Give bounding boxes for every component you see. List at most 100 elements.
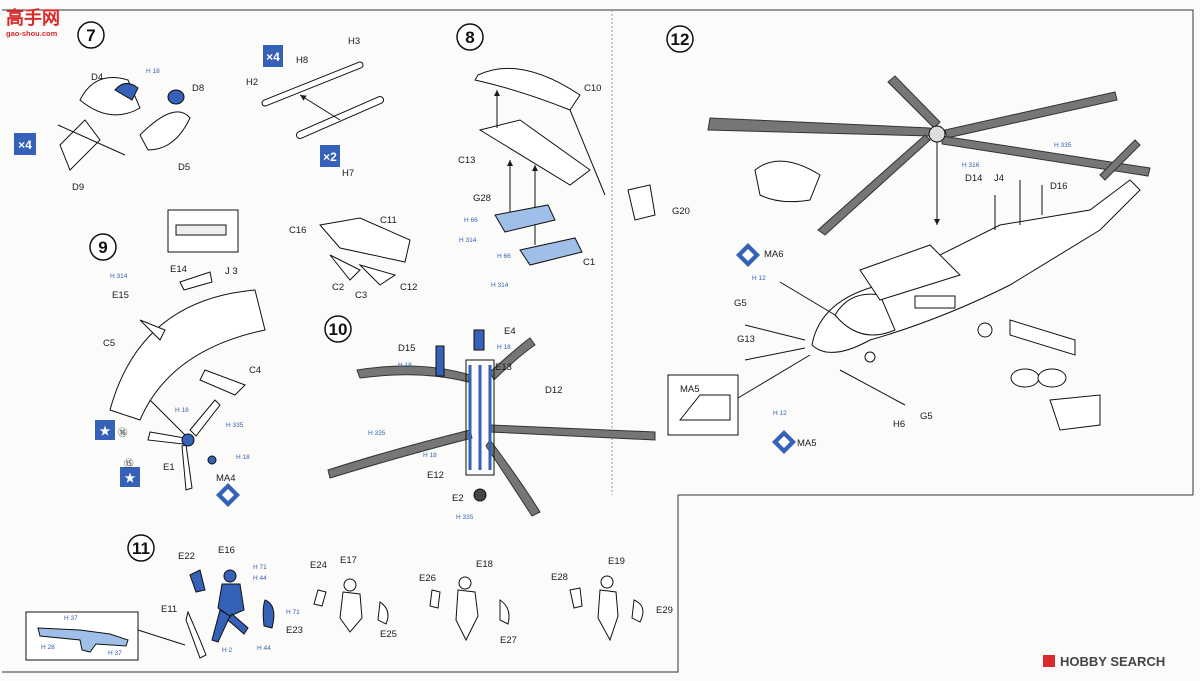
svg-text:H 18: H 18 xyxy=(497,344,511,351)
svg-text:D12: D12 xyxy=(545,385,562,396)
svg-text:H 28: H 28 xyxy=(41,644,55,651)
svg-text:7: 7 xyxy=(86,26,95,45)
svg-text:E4: E4 xyxy=(504,326,516,337)
svg-text:MA6: MA6 xyxy=(764,249,784,260)
svg-text:G13: G13 xyxy=(737,334,755,345)
svg-text:H 314: H 314 xyxy=(459,237,477,244)
svg-text:H 66: H 66 xyxy=(497,253,511,260)
svg-text:H 335: H 335 xyxy=(1054,142,1072,149)
svg-text:H 71: H 71 xyxy=(286,609,300,616)
svg-text:H 12: H 12 xyxy=(773,410,787,417)
svg-text:E22: E22 xyxy=(178,551,195,562)
svg-text:E15: E15 xyxy=(112,290,129,301)
svg-text:E27: E27 xyxy=(500,635,517,646)
svg-text:H 71: H 71 xyxy=(253,564,267,571)
svg-text:H7: H7 xyxy=(342,168,354,179)
svg-text:H 335: H 335 xyxy=(226,422,244,429)
step-12: 12 xyxy=(666,25,1151,454)
svg-text:D16: D16 xyxy=(1050,181,1067,192)
svg-text:G5: G5 xyxy=(734,298,747,309)
svg-text:H 18: H 18 xyxy=(236,454,250,461)
svg-text:H 335: H 335 xyxy=(368,430,386,437)
svg-text:G28: G28 xyxy=(473,193,491,204)
svg-text:E24: E24 xyxy=(310,560,327,571)
svg-text:H 18: H 18 xyxy=(146,68,160,75)
svg-text:D4: D4 xyxy=(91,72,103,83)
svg-text:E19: E19 xyxy=(608,556,625,567)
svg-text:E13: E13 xyxy=(495,362,512,373)
svg-text:D8: D8 xyxy=(192,83,204,94)
svg-text:E29: E29 xyxy=(656,605,673,616)
svg-text:×4: ×4 xyxy=(18,138,32,152)
svg-text:H 66: H 66 xyxy=(464,217,478,224)
svg-text:C12: C12 xyxy=(400,282,417,293)
svg-text:C1: C1 xyxy=(583,257,595,268)
svg-text:E26: E26 xyxy=(419,573,436,584)
svg-text:H 316: H 316 xyxy=(962,162,980,169)
svg-text:D5: D5 xyxy=(178,162,190,173)
svg-text:H 2: H 2 xyxy=(222,647,233,654)
svg-text:H 314: H 314 xyxy=(110,273,128,280)
svg-text:H6: H6 xyxy=(893,419,905,430)
svg-text:H3: H3 xyxy=(348,36,360,47)
pylon-group: ×4 ×2 H3 H8 H2 H7 xyxy=(246,36,384,179)
svg-text:H8: H8 xyxy=(296,55,308,66)
svg-text:H2: H2 xyxy=(246,77,258,88)
step-10: 10 E4 D15 E13 D12 E12 E2 H 18 H 18 H 335… xyxy=(324,315,656,521)
svg-text:H 44: H 44 xyxy=(257,645,271,652)
svg-text:H 314: H 314 xyxy=(491,282,509,289)
svg-text:C10: C10 xyxy=(584,83,601,94)
svg-text:gao-shou.com: gao-shou.com xyxy=(6,29,58,38)
svg-text:E18: E18 xyxy=(476,559,493,570)
svg-text:12: 12 xyxy=(671,30,690,49)
svg-text:10: 10 xyxy=(329,320,348,339)
panel-borders xyxy=(2,9,1194,673)
svg-text:H 18: H 18 xyxy=(175,407,189,414)
step-7: 7 ×4 D4 D8 D5 D9 H 18 xyxy=(14,21,204,193)
svg-text:E17: E17 xyxy=(340,555,357,566)
svg-text:E2: E2 xyxy=(452,493,464,504)
svg-text:C13: C13 xyxy=(458,155,475,166)
svg-text:⑮: ⑮ xyxy=(124,459,134,470)
svg-text:D9: D9 xyxy=(72,182,84,193)
svg-text:E11: E11 xyxy=(161,604,177,615)
svg-text:H 18: H 18 xyxy=(398,362,412,369)
svg-text:H 37: H 37 xyxy=(108,650,122,657)
svg-text:H 44: H 44 xyxy=(253,575,267,582)
svg-text:MA4: MA4 xyxy=(216,473,236,484)
svg-text:11: 11 xyxy=(132,539,150,558)
svg-text:8: 8 xyxy=(465,28,474,47)
watermark-bottom: HOBBY SEARCH xyxy=(1043,654,1165,669)
svg-text:E1: E1 xyxy=(163,462,175,473)
svg-text:MA5: MA5 xyxy=(680,384,700,395)
svg-text:C11: C11 xyxy=(380,215,397,226)
svg-text:E28: E28 xyxy=(551,572,568,583)
svg-text:J4: J4 xyxy=(994,173,1004,184)
wing-group: C16 C11 C2 C3 C12 xyxy=(289,215,417,301)
svg-text:⑯: ⑯ xyxy=(118,428,128,439)
svg-text:MA5: MA5 xyxy=(797,438,817,449)
svg-text:×2: ×2 xyxy=(323,150,337,164)
svg-text:D15: D15 xyxy=(398,343,415,354)
svg-text:E16: E16 xyxy=(218,545,235,556)
svg-text:G5: G5 xyxy=(920,411,933,422)
svg-text:J 3: J 3 xyxy=(225,266,238,277)
svg-text:D14: D14 xyxy=(965,173,982,184)
svg-text:HOBBY SEARCH: HOBBY SEARCH xyxy=(1060,654,1165,669)
svg-text:G20: G20 xyxy=(672,206,690,217)
step-11: 11 E22 E16 E xyxy=(25,534,673,661)
svg-text:C16: C16 xyxy=(289,225,306,236)
svg-text:E25: E25 xyxy=(380,629,397,640)
svg-text:C3: C3 xyxy=(355,290,367,301)
svg-text:C2: C2 xyxy=(332,282,344,293)
svg-text:★: ★ xyxy=(100,424,111,438)
svg-text:H 18: H 18 xyxy=(423,452,437,459)
svg-text:9: 9 xyxy=(98,238,107,257)
svg-text:C5: C5 xyxy=(103,338,115,349)
watermark-top: 高手网 gao-shou.com xyxy=(6,7,60,38)
svg-text:E14: E14 xyxy=(170,264,187,275)
svg-text:高手网: 高手网 xyxy=(6,7,60,28)
svg-text:E12: E12 xyxy=(427,470,444,481)
svg-text:H 12: H 12 xyxy=(752,275,766,282)
